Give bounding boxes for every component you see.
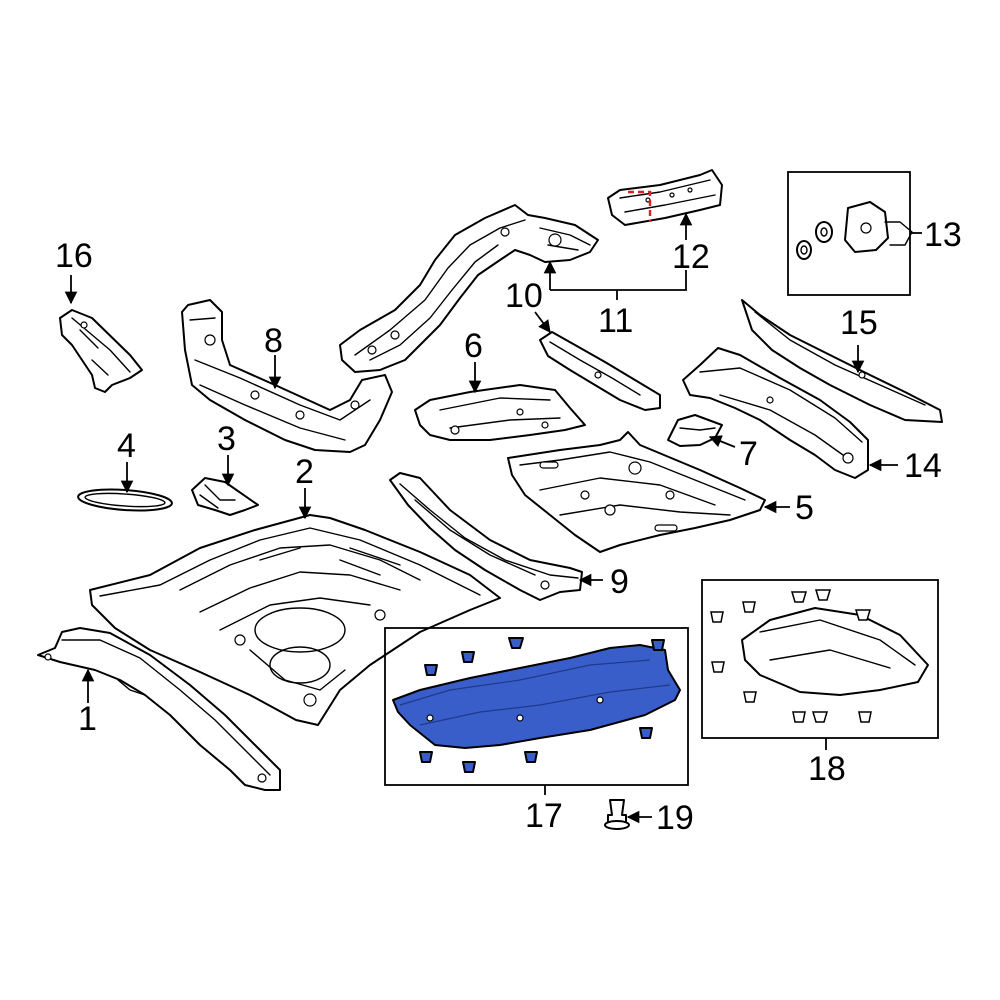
callout-14: 14	[904, 447, 942, 485]
clip-group-17	[419, 637, 665, 773]
part-10-reinforcement[interactable]	[539, 331, 661, 411]
callout-5: 5	[795, 489, 814, 527]
part-3-bracket[interactable]	[191, 477, 259, 516]
callout-labels: 1 2 3 4 5 6 7 8 9 10 11 12 13 14 15 16 1…	[55, 216, 962, 837]
part-4-seal[interactable]	[77, 487, 173, 514]
callout-19: 19	[656, 799, 694, 837]
part-7-bracket[interactable]	[667, 414, 723, 447]
part-8-rear-member[interactable]	[181, 299, 393, 453]
part-13-hardware-kit[interactable]	[787, 171, 913, 296]
callout-9: 9	[610, 563, 629, 601]
highlight-dashed-tab	[628, 190, 652, 222]
part-17-undercover[interactable]	[384, 627, 689, 786]
clip-group-18	[710, 589, 872, 723]
part-1-side-rail[interactable]	[37, 627, 281, 791]
callout-6: 6	[464, 327, 483, 365]
callout-12: 12	[672, 238, 710, 276]
part-5-main-floor[interactable]	[507, 431, 766, 553]
callout-13: 13	[924, 216, 962, 254]
callout-2: 2	[295, 453, 314, 491]
part-14-side-member[interactable]	[682, 347, 869, 479]
callout-4: 4	[117, 427, 136, 465]
callout-10: 10	[505, 277, 543, 315]
part-12-extension[interactable]	[607, 169, 723, 226]
part-11-wheelhouse[interactable]	[339, 204, 599, 373]
part-16-bracket[interactable]	[59, 309, 143, 393]
highlighted-undercover-panel	[392, 644, 681, 749]
part-18-undercover-kit[interactable]	[701, 579, 939, 739]
callout-8: 8	[264, 322, 283, 360]
part-9-cross-member[interactable]	[389, 472, 583, 601]
part-19-clip[interactable]	[604, 799, 630, 830]
callout-3: 3	[217, 420, 236, 458]
callout-7: 7	[739, 435, 758, 473]
callout-16: 16	[55, 237, 93, 275]
callout-17: 17	[525, 797, 563, 835]
leader-lines	[64, 212, 922, 824]
part-6-floor-panel[interactable]	[414, 384, 586, 441]
part-2-rear-floor-pan[interactable]	[89, 514, 501, 726]
callout-1: 1	[78, 700, 97, 738]
callout-18: 18	[808, 750, 846, 788]
part-15-rear-panel[interactable]	[741, 299, 943, 423]
callout-11: 11	[598, 302, 633, 340]
callout-15: 15	[840, 304, 878, 342]
